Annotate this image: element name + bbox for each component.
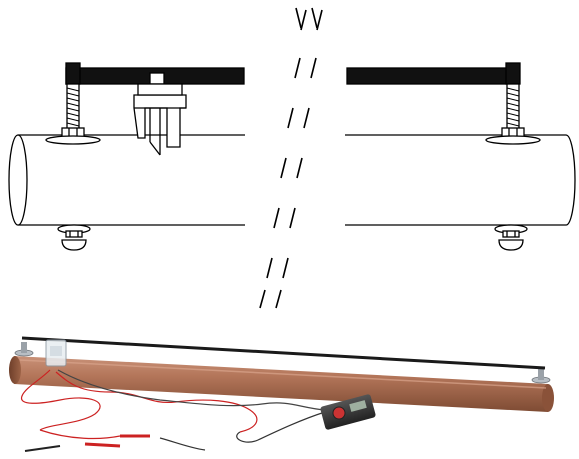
break-marks xyxy=(295,7,318,29)
pipe-right-segment xyxy=(345,134,576,226)
left-lower-nut-icon xyxy=(57,224,91,251)
sliding-clamp-icon xyxy=(133,72,187,156)
right-lower-nut-icon xyxy=(494,224,528,251)
photo-mount-right-icon xyxy=(531,368,551,384)
right-bolt-icon xyxy=(485,83,541,145)
photo-tube-left-end-icon xyxy=(9,356,21,384)
photo-clamp-icon xyxy=(45,339,67,367)
pipe-right-end-icon xyxy=(565,134,576,226)
bar-right xyxy=(346,62,521,85)
photo-tube xyxy=(9,356,554,412)
photo-wire-bar xyxy=(21,336,546,370)
photo-leads xyxy=(21,369,326,452)
photo-multimeter-icon xyxy=(320,394,376,430)
line-drawing xyxy=(8,7,576,309)
apparatus-photo xyxy=(9,336,554,452)
pipe-left-end-icon xyxy=(8,134,28,226)
left-bolt-icon xyxy=(45,83,101,145)
bar-right-cap-icon xyxy=(505,62,521,85)
break-marks-slashes xyxy=(259,9,323,309)
photo-tube-right-end-icon xyxy=(542,384,554,412)
bar-left-cap-icon xyxy=(65,62,81,85)
photo-mount-left-icon xyxy=(14,342,34,357)
pipe-left-segment xyxy=(8,134,245,226)
